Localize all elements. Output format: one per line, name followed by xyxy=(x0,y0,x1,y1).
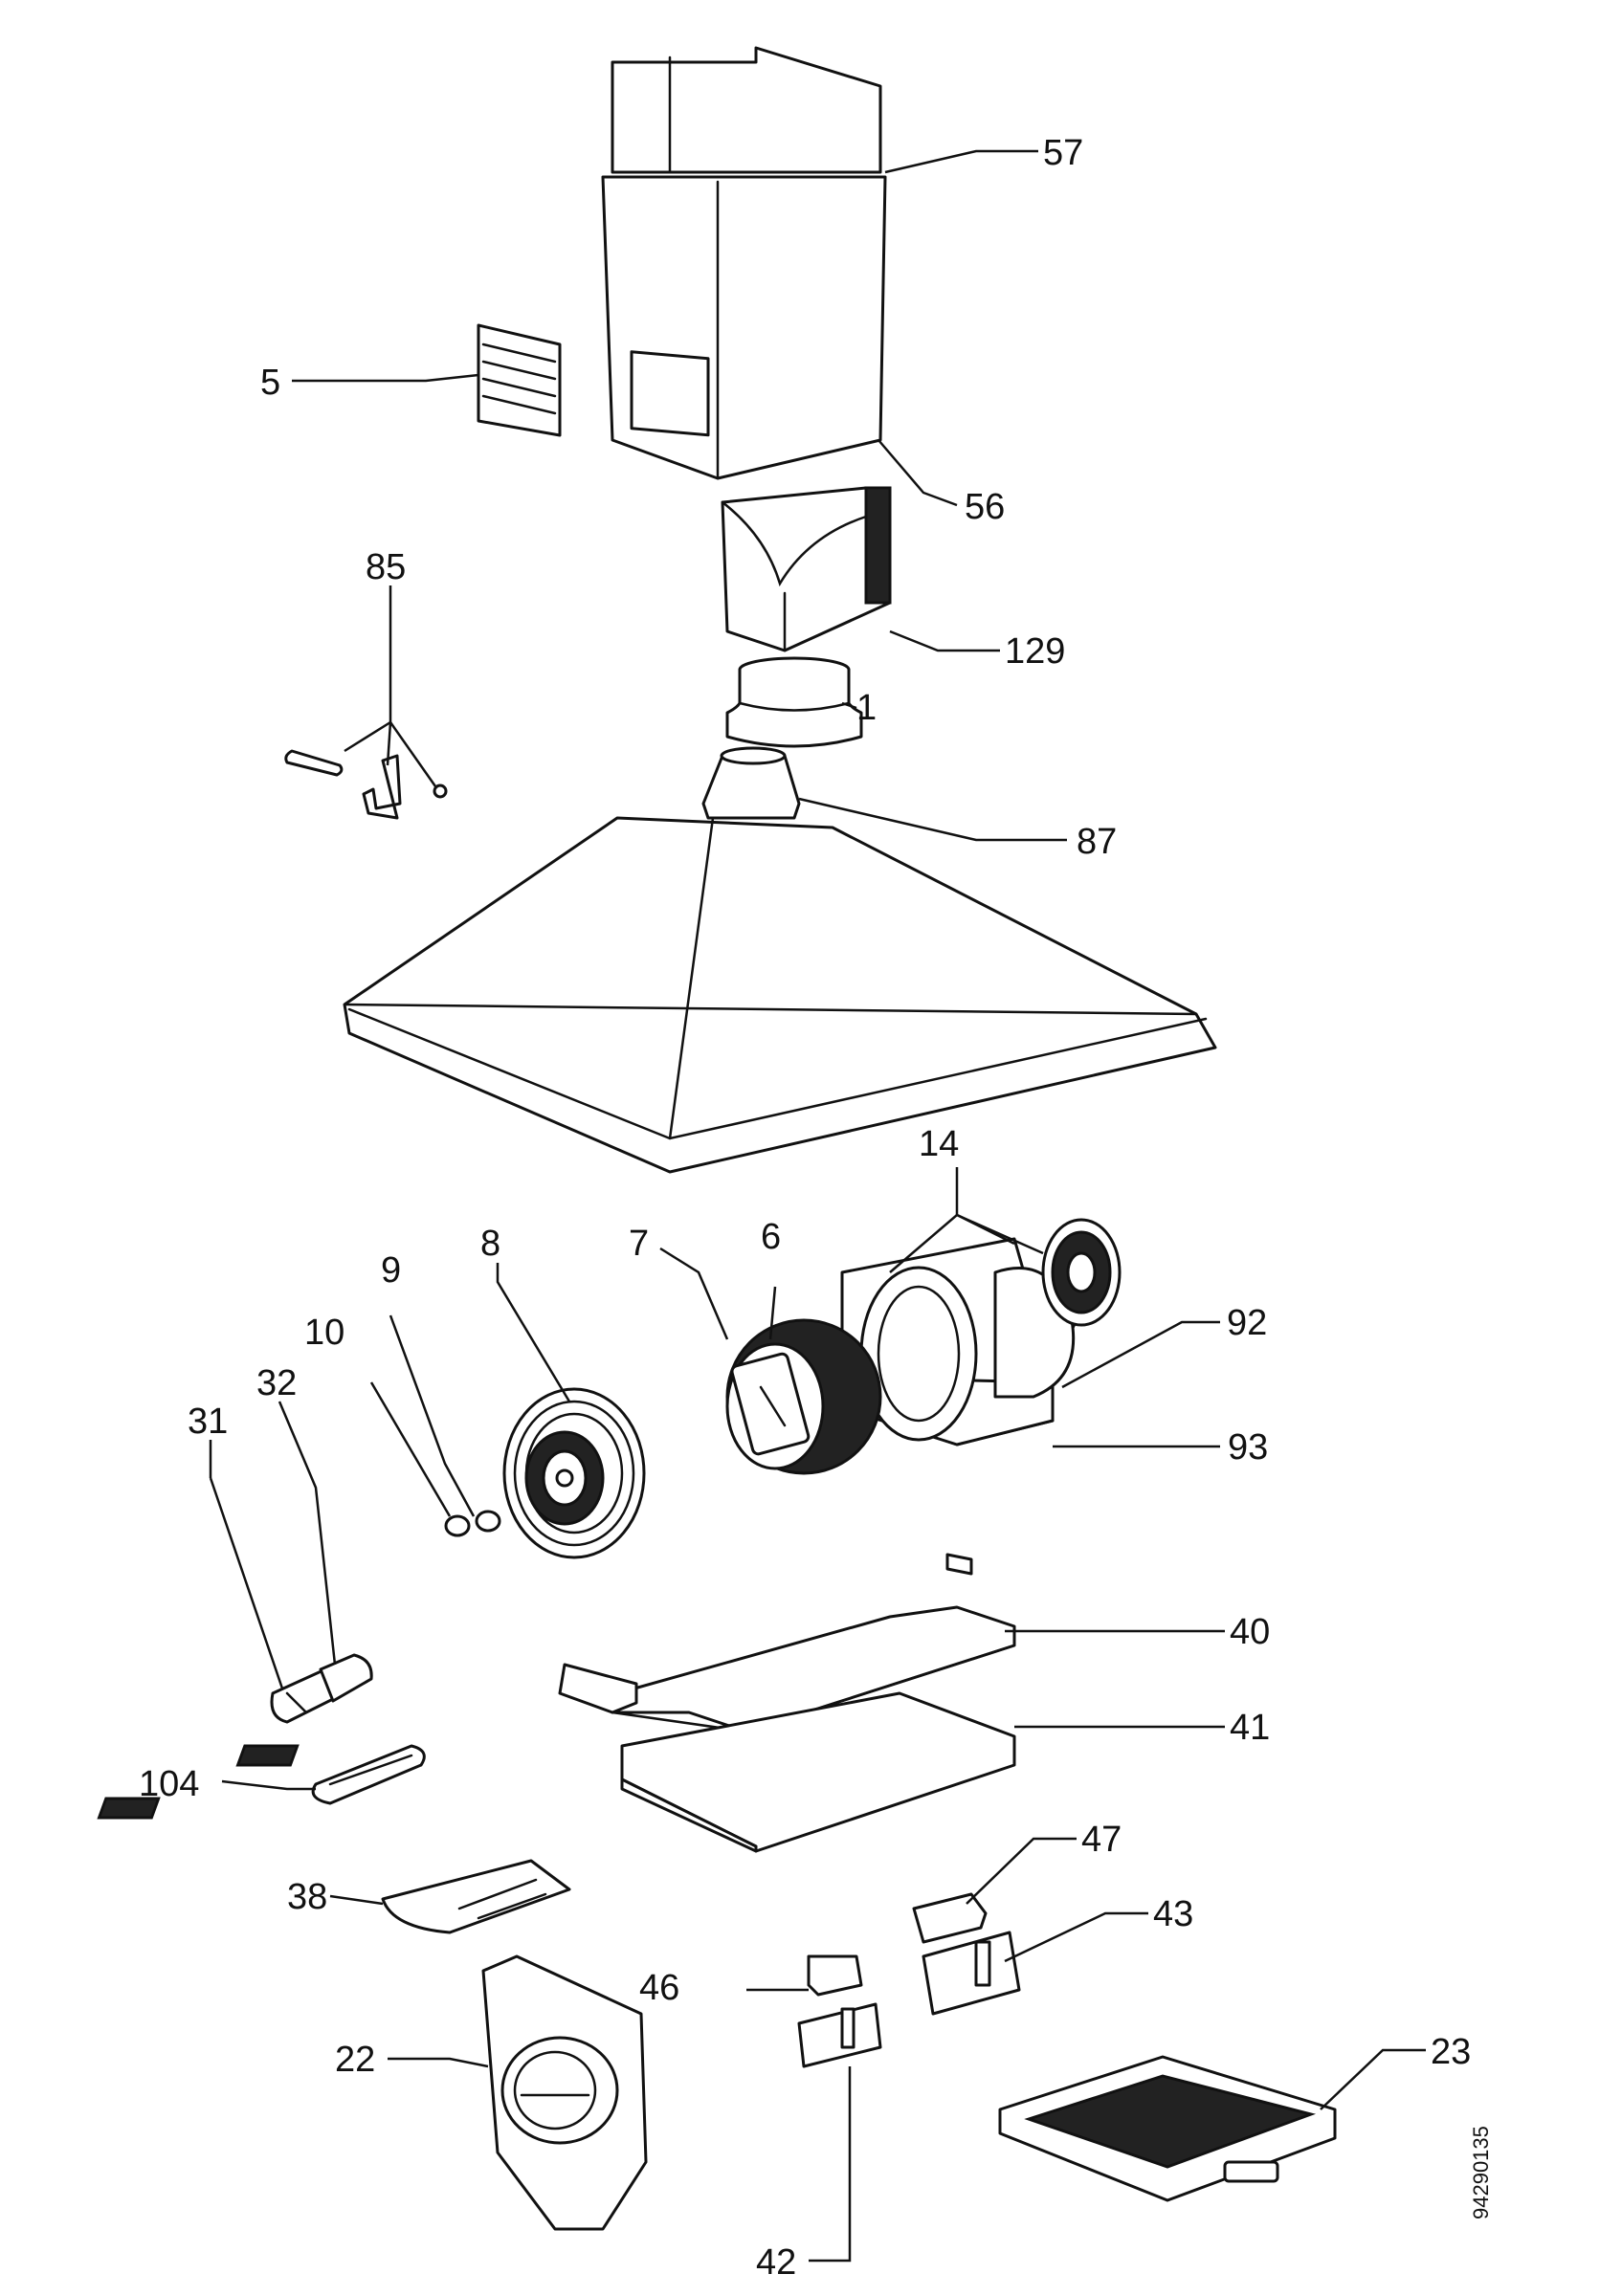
label-104: 104 xyxy=(139,1764,199,1804)
label-23: 23 xyxy=(1431,2032,1471,2072)
switch-knob-43 xyxy=(922,1931,1021,2016)
switch-knob-42 xyxy=(797,2002,882,2068)
label-1: 1 xyxy=(856,688,877,728)
label-7: 7 xyxy=(629,1224,649,1264)
label-38: 38 xyxy=(287,1877,327,1917)
nut-9 xyxy=(475,1510,501,1533)
chimney-upper-duct xyxy=(611,46,882,174)
label-46: 46 xyxy=(639,1968,679,2008)
fan-motor-assembly xyxy=(725,1218,1122,1475)
lamp-holder xyxy=(270,1667,337,1724)
duct-adapter-box xyxy=(721,486,892,652)
label-8: 8 xyxy=(480,1224,500,1264)
label-92: 92 xyxy=(1227,1303,1267,1343)
label-9: 9 xyxy=(381,1250,401,1291)
hood-canopy xyxy=(343,746,1217,1174)
grease-filter xyxy=(998,2055,1337,2202)
label-57: 57 xyxy=(1043,133,1083,173)
lamp-diffuser xyxy=(311,1744,426,1805)
outlet-collar xyxy=(725,656,863,748)
filter-frame xyxy=(97,1691,1016,1853)
nut-10 xyxy=(444,1514,471,1537)
label-32: 32 xyxy=(256,1363,297,1403)
label-22: 22 xyxy=(335,2040,375,2080)
label-6: 6 xyxy=(761,1217,781,1257)
label-42: 42 xyxy=(756,2242,796,2283)
label-10: 10 xyxy=(304,1313,344,1353)
chimney-lower-duct xyxy=(601,175,887,480)
motor-cover xyxy=(481,1954,648,2231)
label-14: 14 xyxy=(919,1124,959,1164)
mounting-bracket xyxy=(284,585,448,820)
label-93: 93 xyxy=(1228,1427,1268,1468)
control-box xyxy=(558,1553,1016,1733)
label-129: 129 xyxy=(1005,631,1065,672)
lamp-bulb xyxy=(319,1653,373,1703)
label-5: 5 xyxy=(260,363,280,403)
document-number: 94290135 xyxy=(1469,2126,1493,2219)
label-40: 40 xyxy=(1230,1612,1270,1652)
label-31: 31 xyxy=(188,1402,228,1442)
label-56: 56 xyxy=(965,487,1005,527)
motor-plate xyxy=(502,1387,646,1559)
switch-46 xyxy=(807,1954,863,1997)
vent-grille xyxy=(477,323,562,437)
leader-lines xyxy=(209,149,1426,2263)
switch-47 xyxy=(912,1892,988,1944)
part-labels: 57 5 56 85 129 1 87 14 9 8 7 6 10 32 31 … xyxy=(139,133,1493,2283)
label-41: 41 xyxy=(1230,1708,1270,1748)
label-47: 47 xyxy=(1081,1820,1122,1860)
label-87: 87 xyxy=(1077,822,1117,862)
lamp-cover xyxy=(381,1859,571,1934)
label-85: 85 xyxy=(366,547,406,587)
label-43: 43 xyxy=(1153,1894,1193,1934)
